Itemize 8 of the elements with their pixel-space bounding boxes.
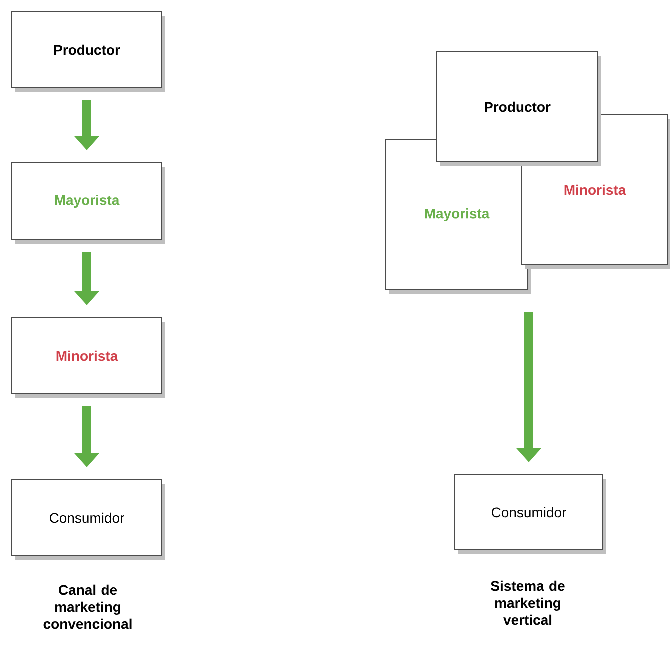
- process-box: Productor: [12, 12, 165, 92]
- process-box: Consumidor: [454, 474, 606, 554]
- caption: Sistema de marketing vertical: [491, 580, 565, 626]
- process-box: Minorista: [12, 318, 165, 398]
- process-box: Mayorista: [12, 162, 165, 244]
- process-box: Productor: [436, 52, 601, 166]
- caption: Canal de marketing convencional: [44, 584, 132, 630]
- process-box: Consumidor: [12, 480, 165, 560]
